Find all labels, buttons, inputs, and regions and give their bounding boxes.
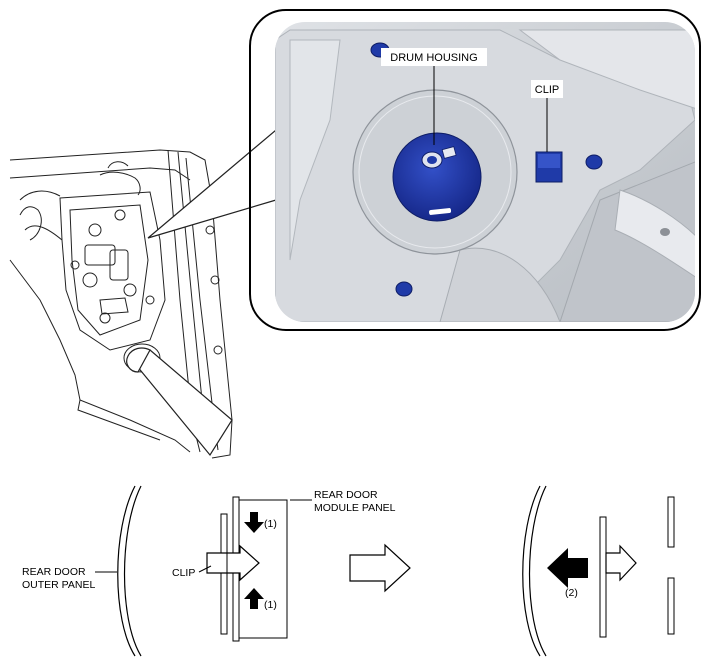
detail-callout: DRUM HOUSING CLIP [249, 9, 701, 331]
clip-shape [206, 544, 260, 582]
squeeze-arrow-down [244, 512, 264, 533]
clip-removal-diagram-after: (2) [522, 485, 675, 657]
clip-removal-diagram-before: REAR DOOR OUTER PANEL CLIP (1) (1) REAR … [22, 485, 396, 657]
transition-arrow-icon [349, 543, 411, 593]
callout-pointer [147, 128, 277, 239]
step1-top-label: (1) [264, 518, 277, 530]
pull-arrow-left [547, 548, 588, 588]
squeeze-arrow-up [244, 588, 264, 609]
step1-bottom-label: (1) [264, 599, 277, 611]
svg-text:DRUM HOUSING: DRUM HOUSING [390, 52, 477, 64]
module-panel-label-line2: MODULE PANEL [314, 502, 396, 514]
module-panel-plate-after [599, 516, 607, 638]
outer-panel-label-line1: REAR DOOR [22, 566, 86, 578]
svg-text:CLIP: CLIP [535, 84, 559, 96]
step2-label: (2) [565, 587, 578, 599]
outer-panel-label-line2: OUTER PANEL [22, 579, 95, 591]
clip-shape-after [605, 544, 637, 582]
screwdriver-tool [126, 347, 233, 457]
drum-housing-part [392, 132, 482, 222]
clip-callout-label: CLIP [531, 80, 563, 152]
outer-panel-curve [117, 485, 136, 657]
module-panel-plate [220, 513, 228, 635]
module-panel-label-line1: REAR DOOR [314, 489, 378, 501]
drum-housing-label: DRUM HOUSING [381, 48, 487, 145]
callout-frame [249, 9, 701, 331]
clip-diagram-label: CLIP [172, 567, 195, 579]
